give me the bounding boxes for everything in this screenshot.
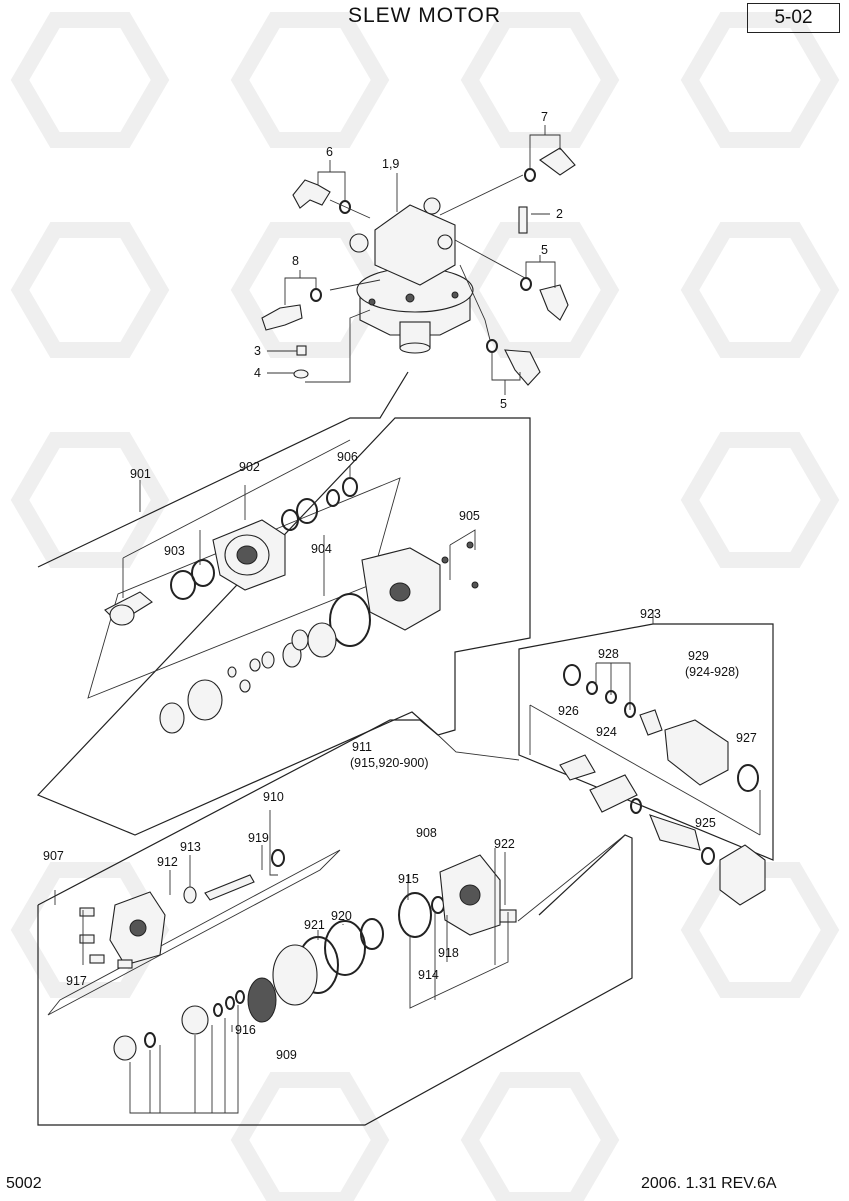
label-2: 2 [556,207,563,221]
label-910: 910 [263,790,284,804]
label-907: 907 [43,849,64,863]
label-3: 3 [254,344,261,358]
motor-assembly [261,125,576,395]
label-902: 902 [239,460,260,474]
label-903: 903 [164,544,185,558]
label-912: 912 [157,855,178,869]
footer-date-revision: 2006. 1.31 REV.6A [641,1175,777,1192]
page-number-box: 5-02 [747,3,840,33]
label-904: 904 [311,542,332,556]
label-914: 914 [418,968,439,982]
label-5-bottom: 5 [500,397,507,411]
label-905: 905 [459,509,480,523]
label-929: 929 [688,649,709,663]
footer-code: 5002 [6,1175,42,1192]
label-916: 916 [235,1023,256,1037]
label-924: 924 [596,725,617,739]
label-921: 921 [304,918,325,932]
label-911: 911 [352,740,372,754]
kit-907-panel [37,719,633,1126]
label-922: 922 [494,837,515,851]
label-1-9: 1,9 [382,157,399,171]
label-7: 7 [541,110,548,124]
label-919: 919 [248,831,269,845]
label-927: 927 [736,731,757,745]
label-917: 917 [66,974,87,988]
label-8: 8 [292,254,299,268]
label-906: 906 [337,450,358,464]
label-918: 918 [438,946,459,960]
label-4: 4 [254,366,261,380]
label-920: 920 [331,909,352,923]
label-6: 6 [326,145,333,159]
label-928: 928 [598,647,619,661]
label-908: 908 [416,826,437,840]
label-915: 915 [398,872,419,886]
label-923: 923 [640,607,661,621]
label-911-sub: (915,920-900) [350,756,429,770]
page-title: SLEW MOTOR [347,4,502,27]
label-5-right: 5 [541,243,548,257]
label-926: 926 [558,704,579,718]
label-929-sub: (924-928) [685,665,739,679]
label-909: 909 [276,1048,297,1062]
label-901: 901 [130,467,151,481]
label-925: 925 [695,816,716,830]
label-913: 913 [180,840,201,854]
part-number-labels: 1,9 2 3 4 5 5 6 7 8 901 902 903 904 905 … [43,110,757,1062]
kit-923-panel [518,610,774,906]
kit-901-panel [36,371,531,836]
